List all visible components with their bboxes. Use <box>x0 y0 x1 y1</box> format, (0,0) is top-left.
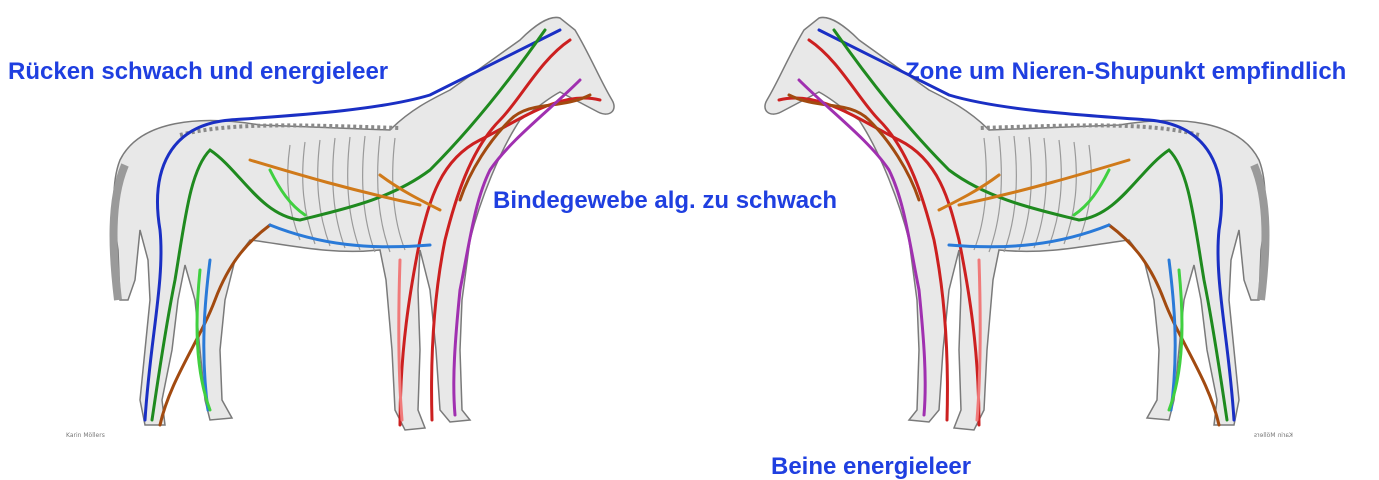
horse-mirrored-figure <box>765 17 1266 430</box>
